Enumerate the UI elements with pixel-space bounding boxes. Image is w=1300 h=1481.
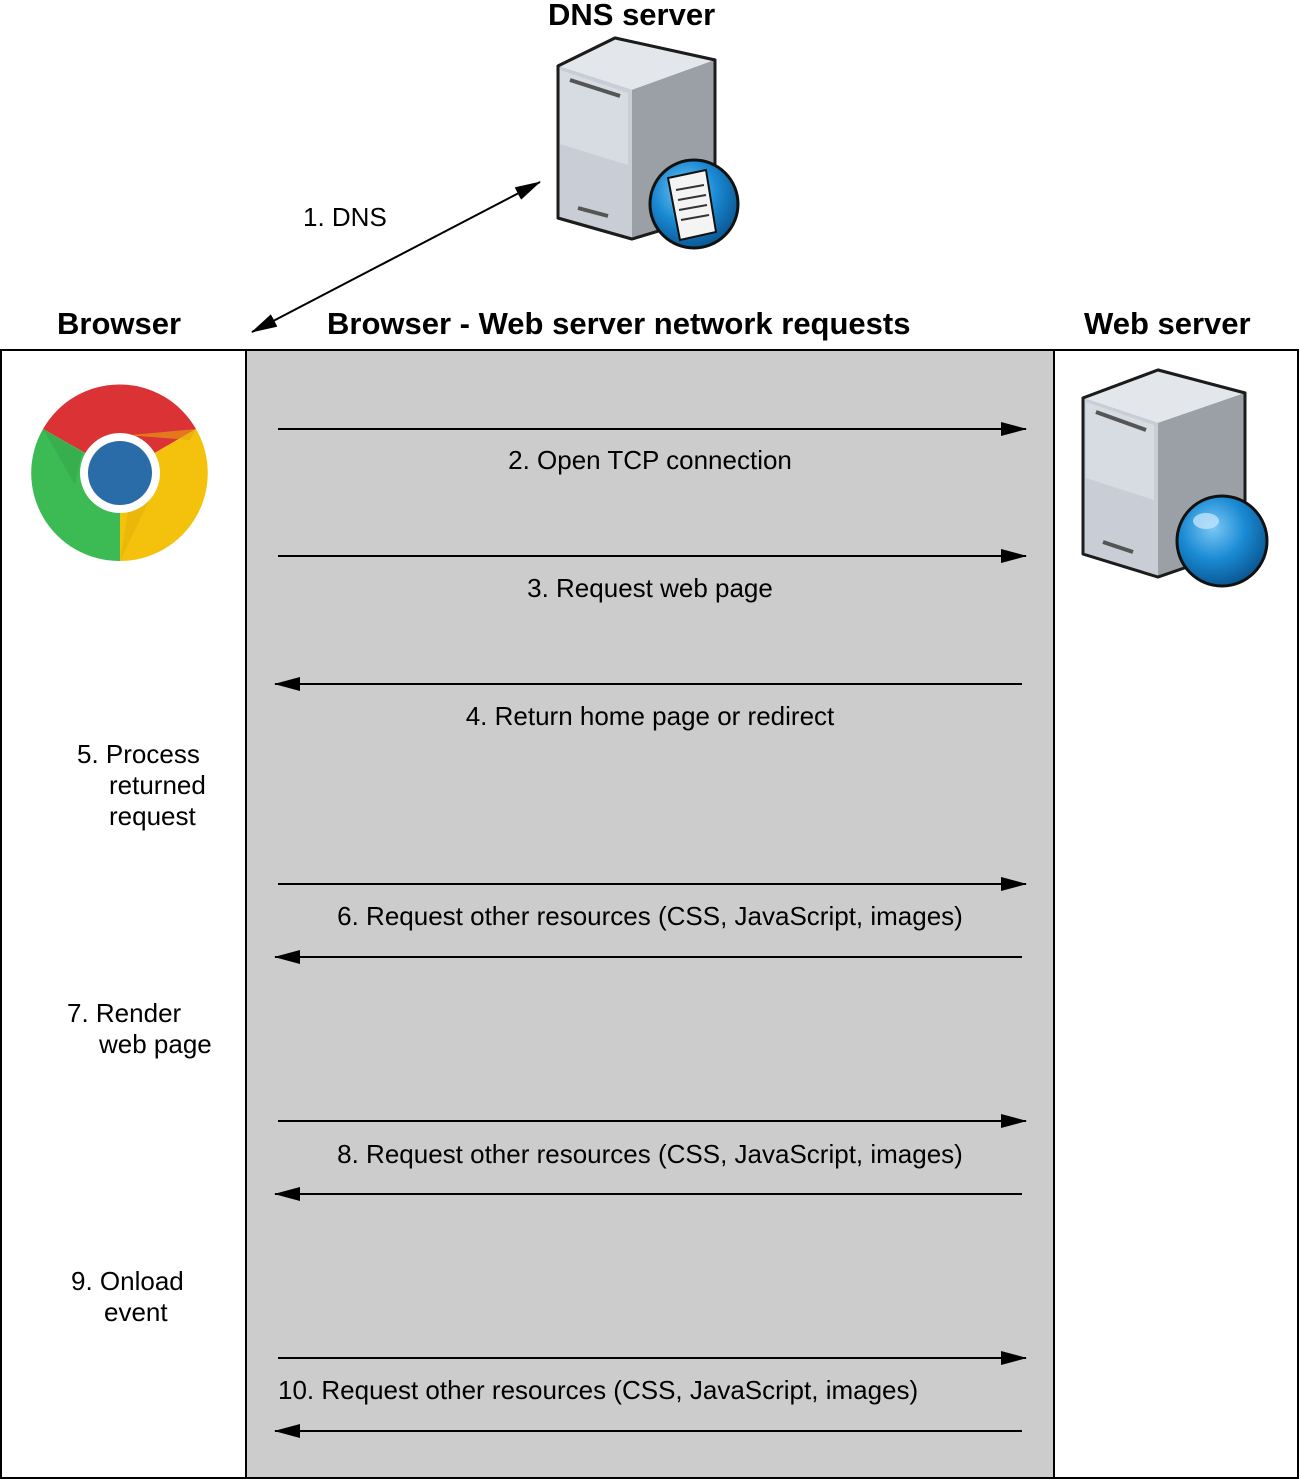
render-line-2: web page <box>99 1029 212 1059</box>
process-line-3: request <box>109 801 196 831</box>
browser-lane-title: Browser <box>57 306 182 341</box>
web-server-lane-title: Web server <box>1084 306 1251 341</box>
return-home-step-label: 4. Return home page or redirect <box>465 701 835 731</box>
onload-line-1: 9. Onload <box>71 1266 184 1296</box>
dns-server-title: DNS server <box>548 0 716 32</box>
request-page-step-label: 3. Request web page <box>527 573 773 603</box>
network-lane-title: Browser - Web server network requests <box>327 306 911 341</box>
tcp-step-label: 2. Open TCP connection <box>508 445 792 475</box>
dns-arrow <box>251 181 541 333</box>
process-line-1: 5. Process <box>77 739 200 769</box>
web-server-icon <box>1081 368 1269 588</box>
resources-10-step-label: 10. Request other resources (CSS, JavaSc… <box>278 1375 919 1405</box>
onload-step-label: 9. Onload event <box>71 1266 184 1328</box>
onload-line-2: event <box>104 1297 168 1327</box>
network-lane <box>245 349 1055 1479</box>
resources-6-step-label: 6. Request other resources (CSS, JavaScr… <box>337 901 963 931</box>
dns-step-label: 1. DNS <box>303 202 387 232</box>
process-step-label: 5. Process returned request <box>77 739 206 832</box>
render-step-label: 7. Render web page <box>67 998 212 1060</box>
resources-8-step-label: 8. Request other resources (CSS, JavaScr… <box>337 1139 963 1169</box>
dns-server-icon <box>556 36 740 250</box>
render-line-1: 7. Render <box>67 998 182 1028</box>
chrome-icon <box>31 384 208 562</box>
process-line-2: returned <box>109 770 206 800</box>
